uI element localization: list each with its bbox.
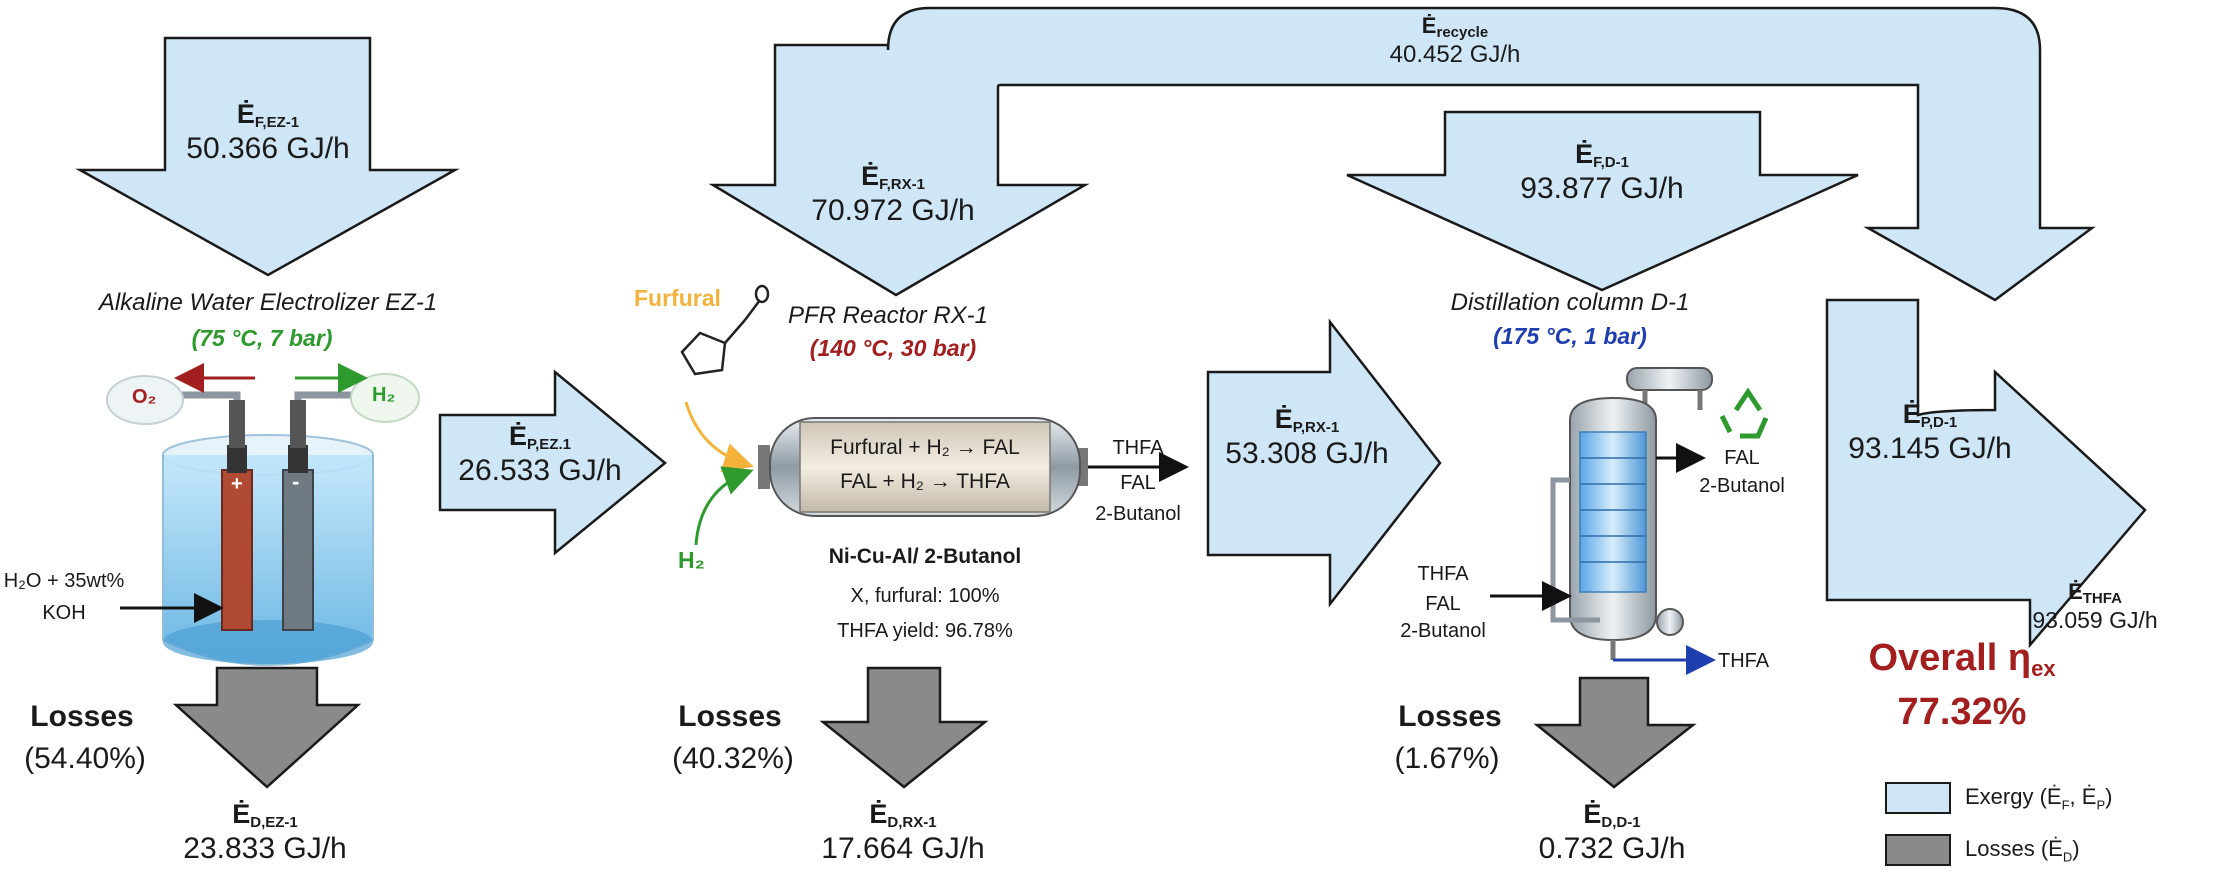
column-title: Distillation column D-1 [1450, 289, 1690, 316]
catalyst-label: Ni-Cu-Al/ 2-Butanol [828, 545, 1022, 568]
exergy-fuel-ez-label: ĖF,EZ-1 50.366 GJ/h [186, 99, 350, 165]
exergy-destruction-ez-value: 23.833 GJ/h [183, 831, 347, 865]
exergy-recycle-value: 40.452 GJ/h [1389, 40, 1521, 68]
losses-rx-heading: Losses [678, 700, 782, 733]
reactor-out-butanol: 2-Butanol [1095, 503, 1181, 525]
exergy-destruction-ez-label: ĖD,EZ-1 23.833 GJ/h [183, 799, 347, 865]
losses-ez-percent: (54.40%) [24, 742, 146, 775]
furfural-label: Furfural [634, 285, 721, 311]
legend-exergy-label: Exergy (ĖF, ĖP) [1965, 784, 2113, 813]
column-conditions: (175 °C, 1 bar) [1493, 323, 1647, 349]
reactor-h2-label: H₂ [678, 547, 705, 573]
electrolyzer-title: Alkaline Water Electrolizer EZ-1 [98, 289, 438, 316]
exergy-product-d-value: 93.145 GJ/h [1848, 431, 2012, 465]
anode-plus: + [231, 473, 243, 495]
losses-d-percent: (1.67%) [1394, 742, 1500, 775]
electrolyzer-feed-line1: H₂O + 35wt% [3, 570, 125, 592]
exergy-fuel-d-value: 93.877 GJ/h [1520, 171, 1684, 205]
reactor-out-thfa: THFA [1112, 437, 1164, 459]
loss-ez-arrow [172, 666, 362, 789]
column-bottom-thfa: THFA [1718, 650, 1770, 672]
recycle-icon [1719, 387, 1769, 439]
reactor-illustration [680, 284, 1189, 546]
electrolyzer-illustration [106, 363, 420, 666]
reactor-title: PFR Reactor RX-1 [787, 302, 989, 329]
exergy-destruction-rx-label: ĖD,RX-1 17.664 GJ/h [821, 799, 985, 865]
electrolyzer-conditions: (75 °C, 7 bar) [191, 325, 333, 351]
exergy-product-ez-label: ĖP,EZ.1 26.533 GJ/h [458, 421, 622, 487]
h2-label: H₂ [372, 384, 396, 406]
yield-label: THFA yield: 96.78% [837, 620, 1013, 642]
exergy-thfa-value: 93.059 GJ/h [2032, 606, 2158, 633]
exergy-fuel-d-arrow [1346, 110, 1859, 292]
exergy-thfa-label: ĖTHFA 93.059 GJ/h [2032, 579, 2158, 633]
exergy-fuel-rx-label: ĖF,RX-1 70.972 GJ/h [811, 161, 975, 227]
reaction-2: FAL + H₂ → THFA [840, 470, 1010, 493]
column-top-butanol: 2-Butanol [1699, 475, 1785, 497]
loss-rx-arrow [819, 666, 989, 789]
furfural-molecule [680, 284, 770, 376]
reactor-conditions: (140 °C, 30 bar) [809, 335, 977, 361]
reactor-out-fal: FAL [1120, 472, 1156, 494]
exergy-arrows [75, 6, 2147, 649]
losses-ez-heading: Losses [30, 700, 134, 733]
column-in-butanol: 2-Butanol [1400, 620, 1486, 642]
exergy-fuel-ez-arrow [75, 36, 460, 277]
losses-rx-percent: (40.32%) [672, 742, 794, 775]
column-in-fal: FAL [1425, 593, 1461, 615]
exergy-fuel-d-label: ĖF,D-1 93.877 GJ/h [1520, 139, 1684, 205]
conversion-label: X, furfural: 100% [850, 585, 1000, 607]
exergy-product-rx-arrow [1206, 318, 1442, 608]
exergy-fuel-ez-value: 50.366 GJ/h [186, 131, 350, 165]
column-illustration [1490, 367, 1769, 675]
exergy-product-d-arrow [1825, 298, 2147, 649]
exergy-destruction-rx-value: 17.664 GJ/h [821, 831, 985, 865]
column-top-fal: FAL [1724, 447, 1760, 469]
loss-arrows [172, 666, 1697, 789]
o2-label: O₂ [132, 386, 157, 408]
reaction-1: Furfural + H₂ → FAL [830, 436, 1020, 459]
losses-d-heading: Losses [1398, 700, 1502, 733]
column-in-thfa: THFA [1417, 563, 1469, 585]
exergy-product-rx-value: 53.308 GJ/h [1225, 436, 1389, 470]
legend-loss-swatch [1885, 834, 1951, 866]
exergy-fuel-rx-value: 70.972 GJ/h [811, 193, 975, 227]
exergy-destruction-d-value: 0.732 GJ/h [1538, 831, 1686, 865]
cathode-minus: - [292, 469, 300, 494]
exergy-fuel-rx-recycle-arrow [708, 6, 2096, 302]
legend-exergy-swatch [1885, 782, 1951, 814]
loss-d-arrow [1533, 676, 1697, 789]
exergy-product-rx-label: ĖP,RX-1 53.308 GJ/h [1225, 404, 1389, 470]
overall-efficiency-label: Overall ηex [1868, 637, 2056, 681]
overall-efficiency-value: 77.32% [1897, 691, 2027, 733]
exergy-product-ez-arrow [438, 369, 667, 556]
exergy-recycle-label: Ėrecycle 40.452 GJ/h [1389, 13, 1521, 68]
electrolyzer-feed-line2: KOH [42, 602, 86, 624]
exergy-product-ez-value: 26.533 GJ/h [458, 453, 622, 487]
exergy-destruction-d-label: ĖD,D-1 0.732 GJ/h [1538, 799, 1686, 865]
exergy-product-d-label: ĖP,D-1 93.145 GJ/h [1848, 399, 2012, 465]
legend-loss-label: Losses (ĖD) [1965, 836, 2080, 865]
